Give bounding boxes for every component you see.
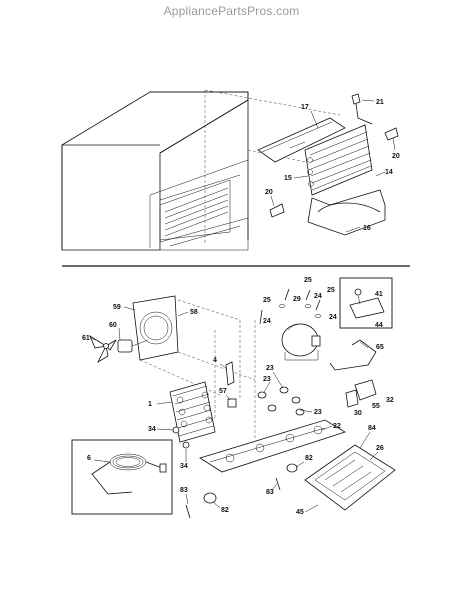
label-24: 24 — [329, 314, 337, 321]
label-41: 41 — [375, 291, 383, 298]
part-82-feet — [203, 463, 298, 504]
label-83: 83 — [266, 489, 274, 496]
part-20-bracket-b — [269, 203, 285, 218]
label-4: 4 — [213, 357, 217, 364]
part-labels: 17 21 20 15 14 20 16 25 25 29 24 25 24 2… — [82, 99, 400, 516]
label-58: 58 — [190, 309, 198, 316]
label-61: 61 — [82, 335, 90, 342]
cabinet-drawing — [61, 89, 341, 251]
leader-lines — [89, 99, 396, 513]
label-23: 23 — [266, 365, 274, 372]
label-25: 25 — [304, 277, 312, 284]
part-22-base-plate — [199, 419, 346, 473]
inset-box-6-power-cord — [71, 439, 173, 515]
label-65: 65 — [376, 344, 384, 351]
part-17-shroud — [257, 117, 346, 163]
part-61-fan-blade — [89, 334, 117, 364]
part-57-nut — [227, 398, 237, 408]
label-23: 23 — [263, 376, 271, 383]
label-16: 16 — [363, 225, 371, 232]
part-59-fan-shroud — [132, 295, 179, 361]
label-29: 29 — [293, 296, 301, 303]
label-25: 25 — [263, 297, 271, 304]
part-83-screw-a — [185, 504, 191, 519]
label-30: 30 — [354, 410, 362, 417]
label-23: 23 — [314, 409, 322, 416]
label-32: 32 — [386, 397, 394, 404]
label-59: 59 — [113, 304, 121, 311]
label-1: 1 — [148, 401, 152, 408]
label-25: 25 — [327, 287, 335, 294]
label-34: 34 — [148, 426, 156, 433]
part-24-washers — [278, 304, 322, 318]
label-26: 26 — [376, 445, 384, 452]
label-34: 34 — [180, 463, 188, 470]
part-29-compressor — [281, 323, 321, 361]
part-20-bracket-a — [384, 127, 399, 141]
label-15: 15 — [284, 175, 292, 182]
part-34-grommet-a — [172, 426, 180, 434]
label-55: 55 — [372, 403, 380, 410]
label-57: 57 — [219, 388, 227, 395]
part-21-cap — [351, 93, 373, 125]
part-65-tube — [329, 339, 377, 371]
part-83-screw-b — [275, 477, 281, 491]
label-82: 82 — [305, 455, 313, 462]
label-44: 44 — [375, 322, 383, 329]
label-22: 22 — [333, 423, 341, 430]
part-14-16-wire-frame — [307, 189, 386, 236]
label-24: 24 — [314, 293, 322, 300]
label-6: 6 — [87, 455, 91, 462]
part-55-relay — [345, 379, 377, 408]
label-84: 84 — [368, 425, 376, 432]
label-21: 21 — [376, 99, 384, 106]
label-14: 14 — [385, 169, 393, 176]
watermark-text: AppliancePartsPros.com — [163, 4, 300, 18]
inset-box-41-44 — [339, 277, 393, 329]
part-15-coil — [304, 124, 373, 196]
part-60-fan-motor — [117, 339, 149, 353]
label-20: 20 — [265, 189, 273, 196]
label-60: 60 — [109, 322, 117, 329]
label-24: 24 — [263, 318, 271, 325]
part-34-grommet-b — [182, 441, 190, 449]
label-82: 82 — [221, 507, 229, 514]
label-17: 17 — [301, 104, 309, 111]
part-26-drain-pan — [304, 444, 396, 511]
label-20: 20 — [392, 153, 400, 160]
part-25-screws — [259, 288, 321, 325]
part-4-clip — [225, 361, 235, 386]
part-23-grommets — [257, 386, 305, 416]
label-83: 83 — [180, 487, 188, 494]
label-45: 45 — [296, 509, 304, 516]
part-1-condenser — [169, 381, 216, 443]
